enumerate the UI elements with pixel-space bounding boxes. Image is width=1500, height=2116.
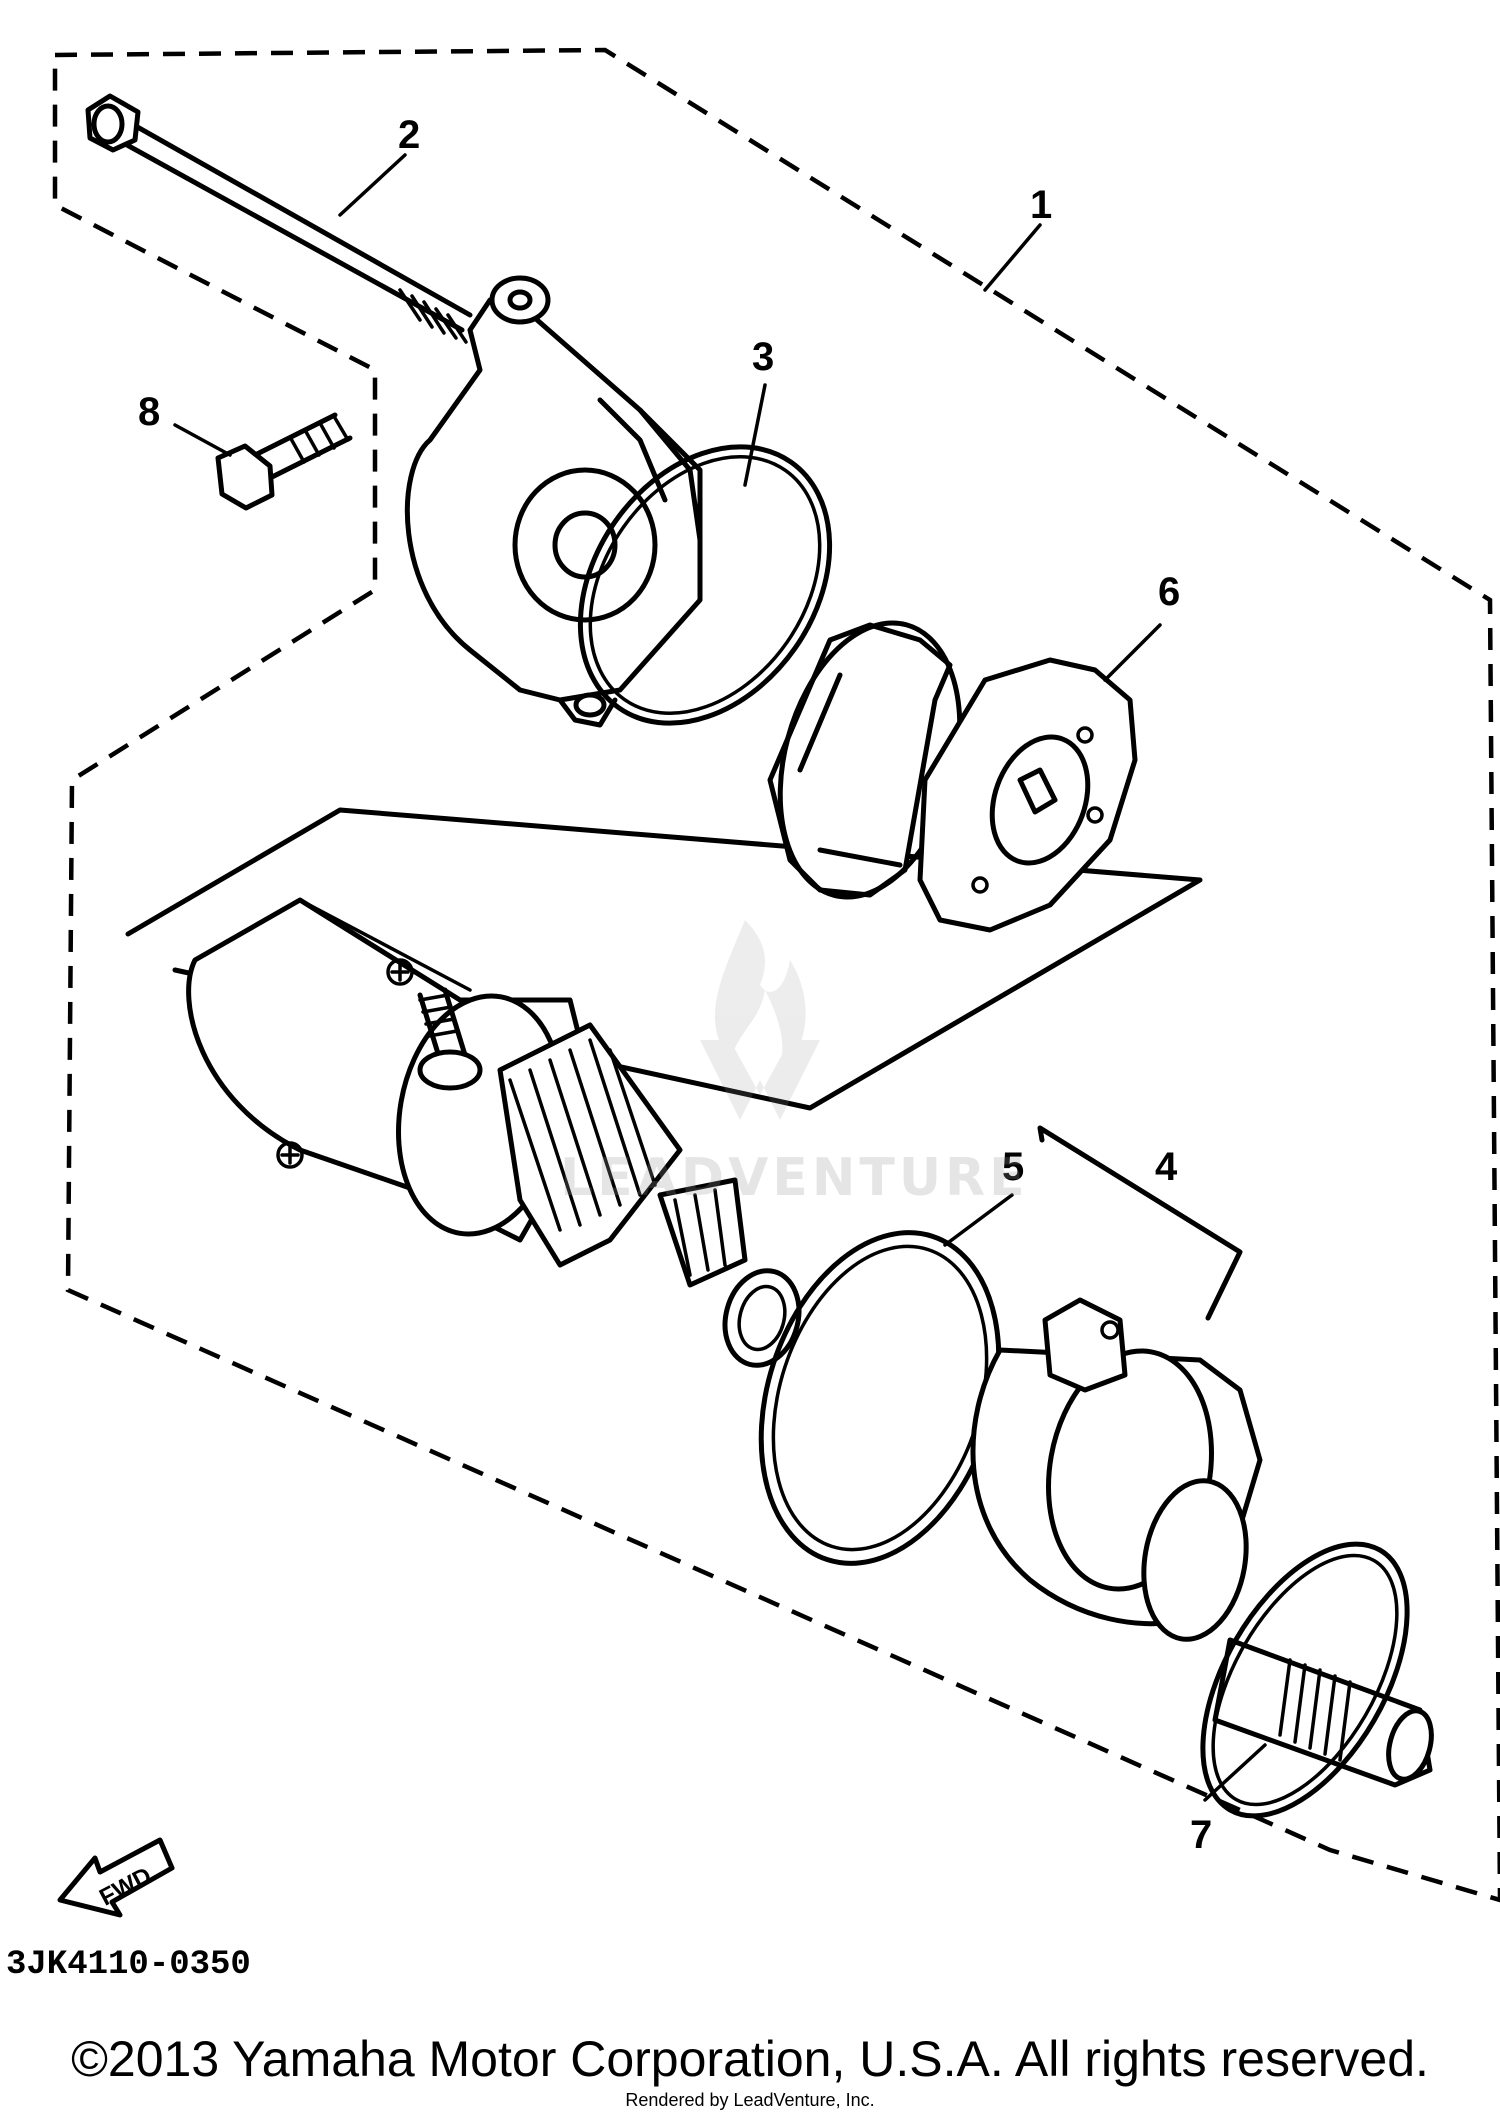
callout-1: 1 xyxy=(1030,183,1052,227)
callout-4: 4 xyxy=(1155,1145,1178,1189)
o-ring-small xyxy=(1200,1541,1410,1819)
callout-2: 2 xyxy=(398,113,420,157)
leader-lines xyxy=(173,153,1267,1802)
copyright-notice: ©2013 Yamaha Motor Corporation, U.S.A. A… xyxy=(71,2031,1429,2087)
watermark-text: LEADVENTURE xyxy=(560,1148,1029,1208)
small-bolt xyxy=(215,412,353,511)
rear-housing xyxy=(970,1297,1263,1642)
brush-plate xyxy=(917,657,1138,933)
small-washer xyxy=(722,1268,802,1368)
brush-holder xyxy=(767,620,963,900)
commutator xyxy=(497,1022,683,1268)
part4-bracket xyxy=(1037,1125,1243,1321)
terminal-stud xyxy=(386,958,483,1091)
armature-shaft xyxy=(657,1177,748,1288)
callout-5: 5 xyxy=(1002,1145,1024,1189)
diagram-code: 3JK4110-0350 xyxy=(6,1946,251,1984)
watermark-logo-icon xyxy=(700,920,820,1120)
end-cover xyxy=(404,275,703,728)
through-bolt xyxy=(85,93,473,344)
o-ring-large xyxy=(577,444,833,726)
output-shaft xyxy=(1212,1637,1434,1788)
callout-6: 6 xyxy=(1158,570,1180,614)
fwd-arrow-icon: FWD xyxy=(57,1837,175,1918)
callout-3: 3 xyxy=(752,335,774,379)
render-credit: Rendered by LeadVenture, Inc. xyxy=(625,2090,875,2110)
assembly-outline xyxy=(52,47,1500,1903)
callout-8: 8 xyxy=(138,390,160,434)
callout-7: 7 xyxy=(1190,1813,1212,1857)
